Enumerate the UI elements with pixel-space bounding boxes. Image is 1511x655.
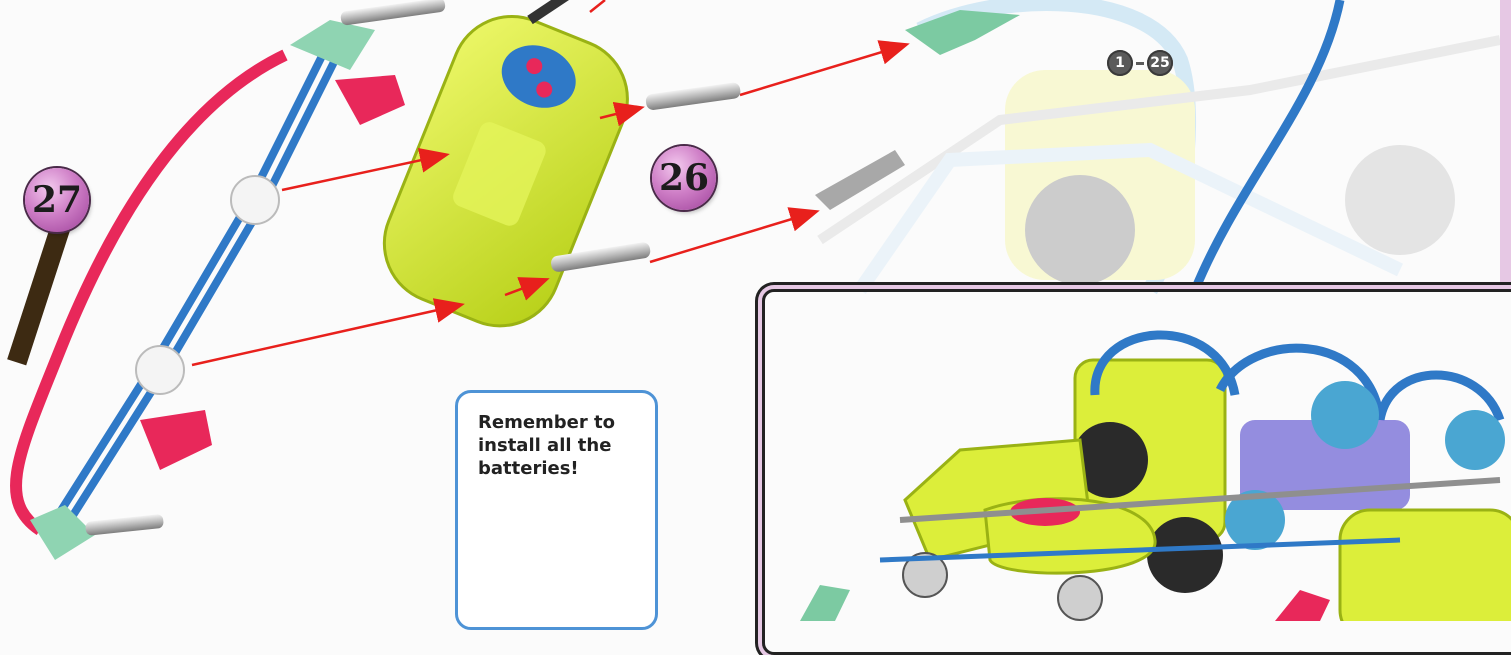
- battery-reminder-box: Remember to install all the batteries!: [455, 390, 658, 630]
- grey-connector: [815, 150, 905, 210]
- instruction-page: 27 26 1 25 Remember to install all the b…: [0, 0, 1511, 621]
- completed-model-inset: [762, 289, 1511, 655]
- range-dash: [1136, 62, 1144, 65]
- previous-steps-indicator: 1 25: [1107, 50, 1173, 76]
- step-range-start: 1: [1107, 50, 1133, 76]
- rod-assembly: [7, 0, 446, 560]
- grey-rod: [645, 82, 741, 111]
- green-connector: [905, 10, 1020, 55]
- battery-box: [366, 0, 645, 344]
- background-model: [820, 3, 1500, 290]
- step-range-end: 25: [1147, 50, 1173, 76]
- step-number-27: 27: [25, 168, 89, 232]
- battery-reminder-text: Remember to install all the batteries!: [478, 411, 648, 480]
- blue-flex-rod: [1195, 0, 1340, 290]
- step-number-26: 26: [652, 146, 716, 210]
